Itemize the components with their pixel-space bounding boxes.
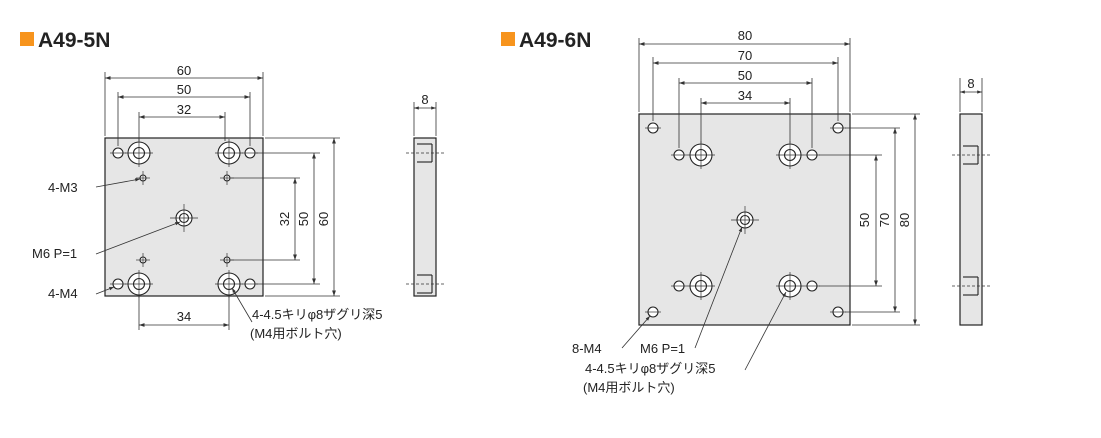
a49-6n-side-view: 8 xyxy=(952,76,990,326)
a49-6n-centerlines xyxy=(645,127,846,313)
label-bolt-hole: (M4用ボルト穴) xyxy=(583,380,675,395)
label-4-m3: 4-M3 xyxy=(48,180,78,195)
a49-6n-top-dimensions: 80 70 50 34 xyxy=(638,28,851,148)
a49-5n-callouts: 4-M3 M6 P=1 4-M4 4-4.5キリφ8ザグリ深5 (M4用ボルト穴… xyxy=(32,178,383,341)
label-counterbore: 4-4.5キリφ8ザグリ深5 xyxy=(252,307,383,322)
dim-80: 80 xyxy=(738,28,752,43)
dim-60: 60 xyxy=(177,63,191,78)
dim-v70: 70 xyxy=(877,213,892,227)
a49-6n-right-dimensions: 50 70 80 xyxy=(819,113,920,326)
dim-34: 34 xyxy=(177,309,191,324)
a49-5n-title: A49-5N xyxy=(38,29,110,52)
label-m6-p1: M6 P=1 xyxy=(640,341,685,356)
dim-thickness-8: 8 xyxy=(421,92,428,107)
label-bolt-hole: (M4用ボルト穴) xyxy=(250,326,342,341)
a49-5n-drawing: A49-5N xyxy=(20,29,444,341)
a49-6n-callouts: 8-M4 M6 P=1 4-4.5キリφ8ザグリ深5 (M4用ボルト穴) xyxy=(572,226,787,395)
dim-50: 50 xyxy=(177,82,191,97)
dim-70: 70 xyxy=(738,48,752,63)
dim-v60: 60 xyxy=(316,212,331,226)
label-4-m4: 4-M4 xyxy=(48,286,78,301)
dim-50: 50 xyxy=(738,68,752,83)
a49-5n-bottom-dimension: 34 xyxy=(138,296,230,330)
title-marker-icon xyxy=(501,32,515,46)
dim-thickness-8: 8 xyxy=(967,76,974,91)
dim-34: 34 xyxy=(738,88,752,103)
label-8-m4: 8-M4 xyxy=(572,341,602,356)
a49-6n-title: A49-6N xyxy=(519,29,591,52)
dim-v50: 50 xyxy=(857,213,872,227)
a49-5n-right-dimensions: 32 50 60 xyxy=(231,137,340,297)
title-marker-icon xyxy=(20,32,34,46)
dim-v32: 32 xyxy=(277,212,292,226)
dim-32: 32 xyxy=(177,102,191,117)
a49-5n-side-view: 8 xyxy=(406,92,444,297)
label-counterbore: 4-4.5キリφ8ザグリ深5 xyxy=(585,361,716,376)
a49-5n-top-dimensions: 60 50 32 xyxy=(104,63,264,146)
a49-6n-drawing: A49-6N xyxy=(501,28,990,395)
label-m6-p1: M6 P=1 xyxy=(32,246,77,261)
dim-v80: 80 xyxy=(897,213,912,227)
dim-v50: 50 xyxy=(296,212,311,226)
